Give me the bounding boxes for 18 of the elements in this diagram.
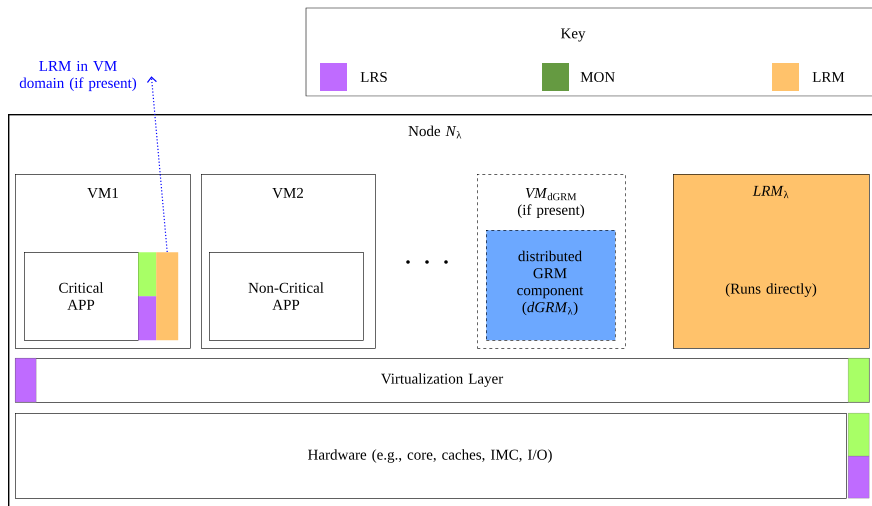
legend-label: LRS (360, 72, 387, 82)
application-box: Non-Critical APP (209, 252, 364, 341)
color-bar (848, 358, 870, 402)
color-bar (848, 413, 870, 456)
color-bar (138, 252, 156, 296)
legend-label: LRM (812, 72, 844, 82)
color-bar (156, 252, 178, 340)
arrow (146, 76, 168, 252)
color-bar (15, 358, 36, 402)
legend-title: Key (560, 28, 586, 42)
color-bar (848, 456, 870, 498)
layer-bar: Virtualization Layer (15, 358, 870, 403)
legend-label: MON (580, 72, 615, 82)
hardware-box: Hardware (e.g., core, caches, IMC, I/O) (15, 413, 847, 499)
component-box: distributed GRM component (dGRM$_{λ}$) (486, 230, 616, 341)
manager-box: LRM$_{λ}$ (Runs directly) (673, 174, 870, 349)
color-bar (138, 296, 156, 340)
annotation-text: LRM in VM domain (if present) (20, 60, 136, 92)
